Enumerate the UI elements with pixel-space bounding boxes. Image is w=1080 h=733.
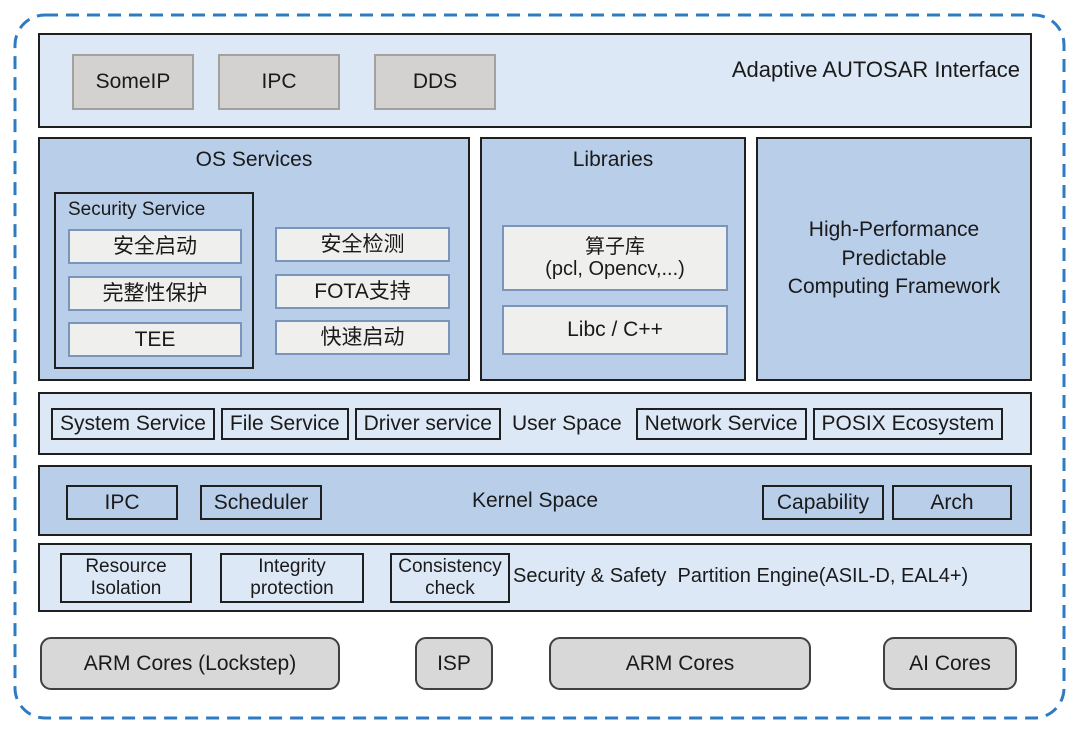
operator-library-line1: 算子库 [585,236,645,258]
fast-boot-box: 快速启动 [275,320,450,355]
kernel-space-label: Kernel Space [471,489,599,512]
resource-isolation-line2: Isolation [90,578,162,599]
arm-cores-lockstep-box: ARM Cores (Lockstep) [40,637,340,690]
libraries-panel: Libraries 算子库 (pcl, Opencv,...) Libc / C… [480,137,746,381]
scheduler-box: Scheduler [200,485,322,520]
resource-isolation-line1: Resource [85,556,167,578]
file-service-box: File Service [220,407,349,440]
libraries-title: Libraries [572,148,654,171]
security-service-box: Security Service 安全启动 完整性保护 TEE [54,192,254,369]
user-space-row: System Service File Service Driver servi… [38,392,1032,455]
consistency-check-line1: Consistency [398,556,502,578]
libc-box: Libc / C++ [502,305,728,355]
kernel-space-row: IPC Scheduler Kernel Space Capability Ar… [38,465,1032,536]
os-services-title: OS Services [195,148,313,171]
integrity-protection-line2: protection [250,578,334,599]
kernel-ipc-box: IPC [66,485,178,520]
posix-ecosystem-box: POSIX Ecosystem [812,407,1004,440]
user-space-label: User Space [511,411,622,435]
security-service-title: Security Service [68,199,206,220]
hpc-line2: Predictable [841,246,947,270]
fota-support-box: FOTA支持 [275,274,450,309]
integrity-protection-line1: Integrity [258,556,326,578]
os-services-panel: OS Services Security Service 安全启动 完整性保护 … [38,137,470,381]
someip-chip: SomeIP [72,54,194,110]
network-service-box: Network Service [635,407,807,440]
resource-isolation-box: Resource Isolation [60,553,192,603]
dds-chip: DDS [374,54,496,110]
operator-library-line2: (pcl, Opencv,...) [545,258,685,280]
ai-cores-box: AI Cores [883,637,1017,690]
security-safety-row: Resource Isolation Integrity protection … [38,543,1032,612]
arch-box: Arch [892,485,1012,520]
driver-service-box: Driver service [354,407,501,440]
capability-box: Capability [762,485,884,520]
system-service-box: System Service [51,407,215,440]
hpc-framework-panel: High-Performance Predictable Computing F… [756,137,1032,381]
hpc-line1: High-Performance [808,218,980,242]
integrity-protection-box: Integrity protection [220,553,364,603]
ipc-chip: IPC [218,54,340,110]
secure-boot-box: 安全启动 [68,229,242,264]
tee-box: TEE [68,322,242,357]
adaptive-autosar-title: Adaptive AUTOSAR Interface [731,57,1020,82]
security-detection-box: 安全检测 [275,227,450,262]
isp-box: ISP [415,637,493,690]
integrity-protection-cn-box: 完整性保护 [68,276,242,311]
consistency-check-line2: check [425,578,475,599]
operator-library-box: 算子库 (pcl, Opencv,...) [502,225,728,291]
adaptive-autosar-interface-bar: SomeIP IPC DDS Adaptive AUTOSAR Interfac… [38,33,1032,128]
consistency-check-box: Consistency check [390,553,510,603]
arm-cores-box: ARM Cores [549,637,811,690]
hpc-line3: Computing Framework [787,275,1001,299]
hpc-framework-text: High-Performance Predictable Computing F… [788,216,1000,301]
partition-engine-label: Security & Safety Partition Engine(ASIL-… [513,565,969,587]
